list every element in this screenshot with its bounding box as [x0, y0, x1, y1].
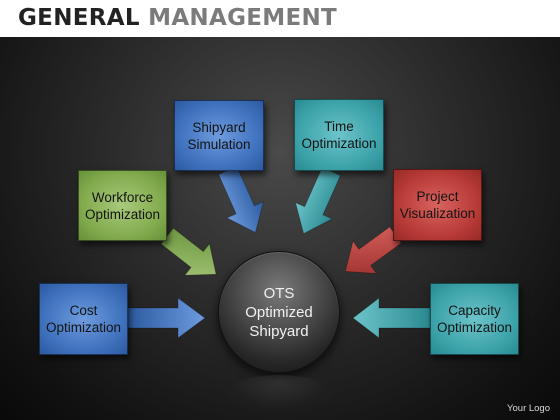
arrow-workforce [160, 227, 217, 276]
box-project-label: Project Visualization [399, 189, 476, 221]
arrows-layer [127, 165, 431, 339]
center-circle: OTS Optimized Shipyard [218, 251, 340, 373]
slide-title: GENERAL MANAGEMENT [18, 5, 337, 31]
box-cost-label: Cost Optimization [45, 303, 122, 335]
box-capacity-label: Capacity Optimization [436, 303, 513, 335]
box-time-label: Time Optimization [301, 119, 377, 151]
arrow-cost [127, 297, 206, 339]
center-label: OTS Optimized Shipyard [245, 284, 313, 340]
diagram-stage: Cost Optimization Workforce Optimization… [0, 37, 560, 420]
arrow-capacity [352, 297, 431, 339]
box-shipyard-label: Shipyard Simulation [187, 119, 251, 152]
box-workforce-optimization: Workforce Optimization [78, 170, 167, 241]
box-time-optimization: Time Optimization [294, 99, 384, 171]
box-cost-optimization: Cost Optimization [39, 283, 128, 355]
box-capacity-optimization: Capacity Optimization [430, 283, 519, 355]
title-management: MANAGEMENT [148, 5, 338, 31]
title-general: GENERAL [18, 5, 140, 31]
box-project-visualization: Project Visualization [393, 169, 482, 241]
box-workforce-label: Workforce Optimization [84, 189, 161, 222]
arrow-project [344, 226, 402, 274]
center-circle-reflection [226, 375, 332, 413]
box-shipyard-simulation: Shipyard Simulation [174, 100, 264, 171]
arrow-shipyard [218, 165, 265, 234]
slide-header: GENERAL MANAGEMENT [0, 0, 560, 37]
logo-placeholder: Your Logo [507, 403, 550, 414]
arrow-time [294, 166, 341, 235]
